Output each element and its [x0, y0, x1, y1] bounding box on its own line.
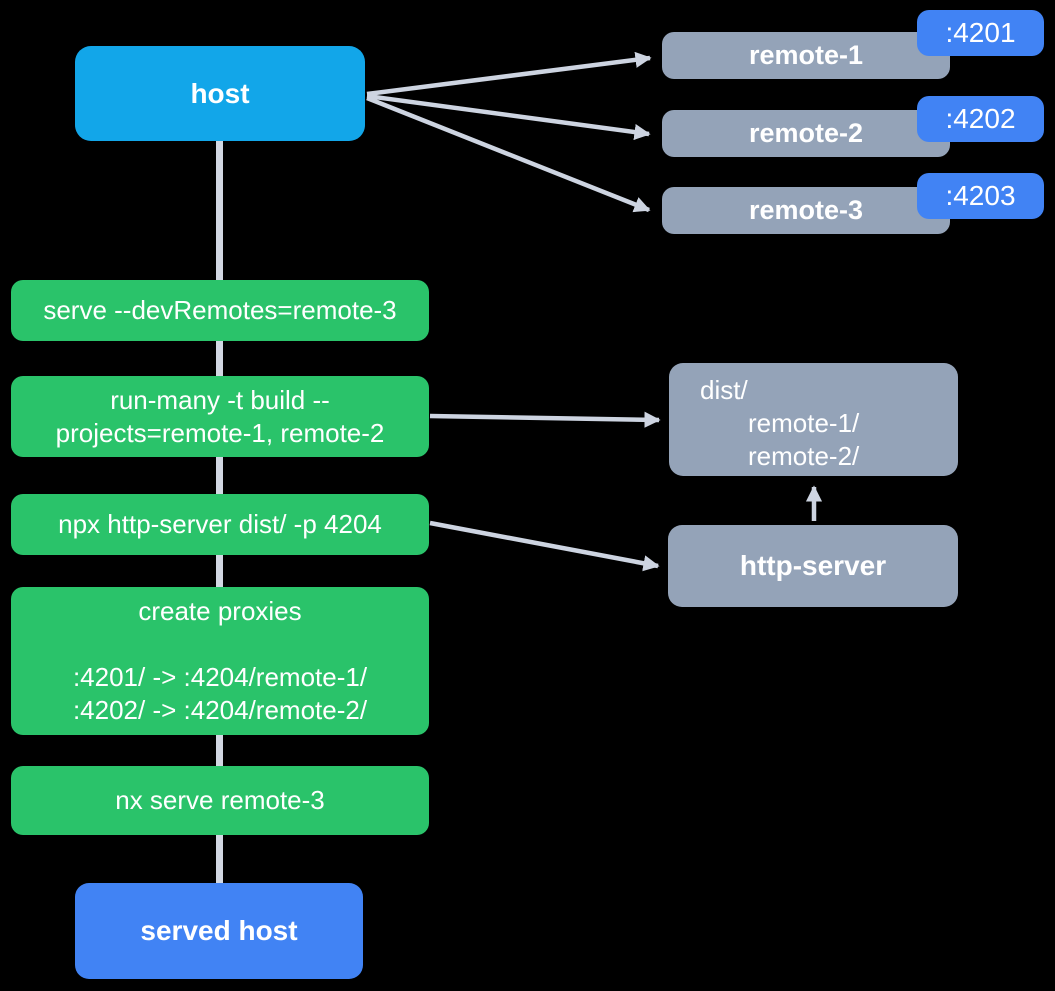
- remote-1-port-badge: :4201: [917, 10, 1044, 56]
- remote-3-port: :4203: [945, 180, 1016, 211]
- remote-2-node: remote-2: [662, 110, 950, 157]
- remote-3-node: remote-3: [662, 187, 950, 234]
- dist-folder-remote-2: remote-2/: [748, 441, 860, 471]
- remote-3-port-badge: :4203: [917, 173, 1044, 219]
- step-line: projects=remote-1, remote-2: [55, 417, 385, 448]
- step-line: create proxies: [138, 596, 302, 626]
- step-line: run-many -t build --: [110, 384, 330, 415]
- step-npx-http-server: npx http-server dist/ -p 4204: [11, 494, 429, 555]
- edge-host-to-remote-2: [366, 93, 651, 141]
- step-serve-dev-remotes: serve --devRemotes=remote-3: [11, 280, 429, 341]
- host-node: host: [75, 46, 365, 141]
- remote-1-port: :4201: [945, 17, 1016, 48]
- step-line: nx serve remote-3: [115, 785, 325, 815]
- step-run-many-build: run-many -t build -- projects=remote-1, …: [11, 376, 429, 457]
- edge-build-to-dist: [429, 411, 661, 428]
- step-nx-serve-remote-3: nx serve remote-3: [11, 766, 429, 835]
- edge-host-to-remote-1: [366, 51, 652, 97]
- edge-npx-to-http-server: [429, 520, 660, 572]
- served-host-label: served host: [140, 915, 298, 946]
- step-create-proxies: create proxies :4201/ -> :4204/remote-1/…: [11, 587, 429, 735]
- served-host-node: served host: [75, 883, 363, 979]
- dist-folder-remote-1: remote-1/: [748, 408, 860, 438]
- remote-2-label: remote-2: [748, 118, 864, 148]
- remote-1-node: remote-1: [662, 32, 950, 79]
- remote-2-port-badge: :4202: [917, 96, 1044, 142]
- step-line-blank: [11, 628, 429, 661]
- dist-folder-root: dist/: [700, 375, 748, 405]
- http-server-node: http-server: [668, 525, 958, 607]
- remote-2-port: :4202: [945, 103, 1016, 134]
- step-line: npx http-server dist/ -p 4204: [58, 509, 382, 539]
- host-label: host: [190, 77, 250, 109]
- dist-folder-node: dist/ remote-1/ remote-2/: [669, 363, 958, 476]
- step-line: serve --devRemotes=remote-3: [43, 295, 397, 325]
- remote-1-label: remote-1: [748, 40, 864, 70]
- http-server-label: http-server: [739, 550, 887, 581]
- edge-host-to-remote-3: [366, 95, 651, 213]
- step-line: :4201/ -> :4204/remote-1/: [72, 662, 368, 692]
- remote-3-label: remote-3: [748, 195, 864, 225]
- step-line: :4202/ -> :4204/remote-2/: [72, 695, 368, 725]
